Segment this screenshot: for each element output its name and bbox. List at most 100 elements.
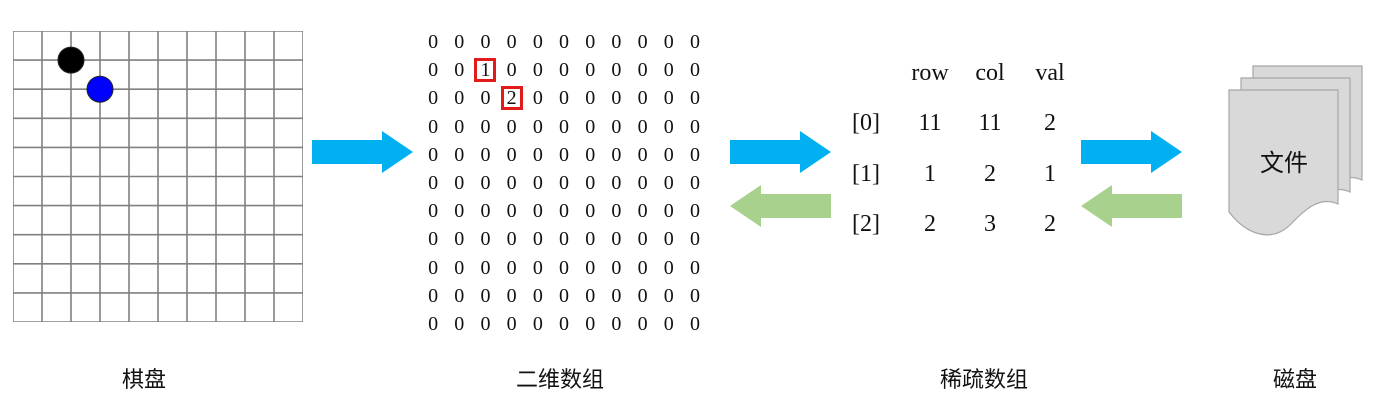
caption-sparse-array: 稀疏数组 bbox=[940, 368, 1029, 393]
matrix-cell: 0 bbox=[532, 115, 543, 138]
matrix-cell: 0 bbox=[611, 87, 622, 110]
matrix-cell: 0 bbox=[637, 59, 648, 82]
matrix-cell: 0 bbox=[559, 200, 570, 223]
matrix-cell: 0 bbox=[611, 59, 622, 82]
matrix-cell: 0 bbox=[480, 228, 491, 251]
file-label: 文件 bbox=[1260, 149, 1308, 177]
matrix-cell: 0 bbox=[480, 171, 491, 194]
matrix-cell: 0 bbox=[480, 284, 491, 307]
matrix-cell: 0 bbox=[637, 200, 648, 223]
matrix-cell: 0 bbox=[454, 143, 465, 166]
sparse-cell: 1 bbox=[924, 161, 936, 187]
sparse-header-val-label: val bbox=[1035, 60, 1065, 86]
matrix-cell: 0 bbox=[585, 256, 596, 279]
matrix-cell: 0 bbox=[428, 312, 439, 335]
matrix-cell: 0 bbox=[585, 228, 596, 251]
matrix-cell: 0 bbox=[637, 256, 648, 279]
board-stone bbox=[86, 75, 114, 103]
matrix-cell: 0 bbox=[532, 143, 543, 166]
matrix-cell: 0 bbox=[585, 171, 596, 194]
matrix-cell: 0 bbox=[689, 200, 700, 223]
matrix-cell: 0 bbox=[532, 200, 543, 223]
matrix-cell: 0 bbox=[689, 143, 700, 166]
matrix-cell: 0 bbox=[506, 59, 517, 82]
matrix-cell: 0 bbox=[454, 171, 465, 194]
matrix-cell: 0 bbox=[689, 228, 700, 251]
matrix-cell: 0 bbox=[637, 312, 648, 335]
arrow-matrix-to-sparse bbox=[730, 131, 831, 173]
matrix-cell: 0 bbox=[480, 143, 491, 166]
sparse-cell: 2 bbox=[984, 161, 996, 187]
matrix-cell: 0 bbox=[428, 87, 439, 110]
matrix-cell: 0 bbox=[428, 31, 439, 53]
matrix-cell: 0 bbox=[663, 312, 674, 335]
arrow-disk-to-sparse bbox=[1081, 185, 1182, 227]
matrix-cell: 0 bbox=[611, 228, 622, 251]
matrix-cell: 0 bbox=[637, 143, 648, 166]
matrix-cell: 0 bbox=[480, 115, 491, 138]
matrix-cell: 0 bbox=[663, 171, 674, 194]
matrix-cell-highlighted: 1 bbox=[472, 56, 498, 84]
matrix-cell: 0 bbox=[559, 115, 570, 138]
matrix-cell: 0 bbox=[454, 115, 465, 138]
matrix-cell: 0 bbox=[611, 200, 622, 223]
matrix-cell: 0 bbox=[585, 312, 596, 335]
sparse-header-row-label: row bbox=[911, 60, 949, 86]
sparse-cell: 2 bbox=[1044, 110, 1056, 136]
matrix-cell: 0 bbox=[480, 256, 491, 279]
sparse-row: [2] 2 3 2 bbox=[852, 209, 1080, 239]
matrix-cell: 0 bbox=[454, 284, 465, 307]
matrix-cell: 0 bbox=[585, 143, 596, 166]
matrix-cell: 0 bbox=[428, 200, 439, 223]
matrix-cell: 0 bbox=[585, 31, 596, 53]
matrix-cell: 0 bbox=[532, 312, 543, 335]
matrix-cell: 0 bbox=[611, 143, 622, 166]
matrix-cell: 0 bbox=[689, 87, 700, 110]
matrix-cell: 0 bbox=[585, 59, 596, 82]
matrix-cell: 0 bbox=[480, 31, 491, 53]
matrix-cell: 0 bbox=[506, 115, 517, 138]
matrix-cell: 0 bbox=[637, 87, 648, 110]
sparse-row: [1] 1 2 1 bbox=[852, 159, 1080, 189]
matrix-cell: 0 bbox=[611, 171, 622, 194]
matrix-cell: 0 bbox=[559, 284, 570, 307]
matrix-cell: 0 bbox=[611, 312, 622, 335]
matrix-cell: 0 bbox=[559, 256, 570, 279]
matrix-cell: 0 bbox=[663, 31, 674, 53]
matrix-cell: 0 bbox=[689, 284, 700, 307]
matrix-cell: 0 bbox=[611, 284, 622, 307]
matrix-cell: 0 bbox=[585, 284, 596, 307]
matrix-cell: 0 bbox=[637, 228, 648, 251]
arrow-board-to-matrix bbox=[312, 131, 413, 173]
matrix-cell: 0 bbox=[637, 115, 648, 138]
matrix-cell: 0 bbox=[532, 31, 543, 53]
matrix-cell: 0 bbox=[585, 115, 596, 138]
matrix-cell: 0 bbox=[506, 228, 517, 251]
matrix-cell: 0 bbox=[506, 200, 517, 223]
matrix-cell: 0 bbox=[454, 228, 465, 251]
sparse-cell: 11 bbox=[978, 110, 1002, 136]
matrix-cell: 0 bbox=[506, 171, 517, 194]
matrix-cell: 0 bbox=[559, 87, 570, 110]
matrix-cell: 0 bbox=[428, 115, 439, 138]
matrix-cell: 0 bbox=[559, 143, 570, 166]
matrix-cell: 0 bbox=[585, 87, 596, 110]
sparse-cell: 3 bbox=[984, 211, 996, 237]
matrix-cell: 0 bbox=[428, 171, 439, 194]
matrix-cell: 0 bbox=[454, 312, 465, 335]
matrix-cell: 0 bbox=[689, 312, 700, 335]
caption-2d-array: 二维数组 bbox=[516, 368, 605, 393]
matrix-cell: 0 bbox=[689, 171, 700, 194]
sparse-row-index: [1] bbox=[852, 161, 880, 187]
sparse-cell: 11 bbox=[918, 110, 942, 136]
